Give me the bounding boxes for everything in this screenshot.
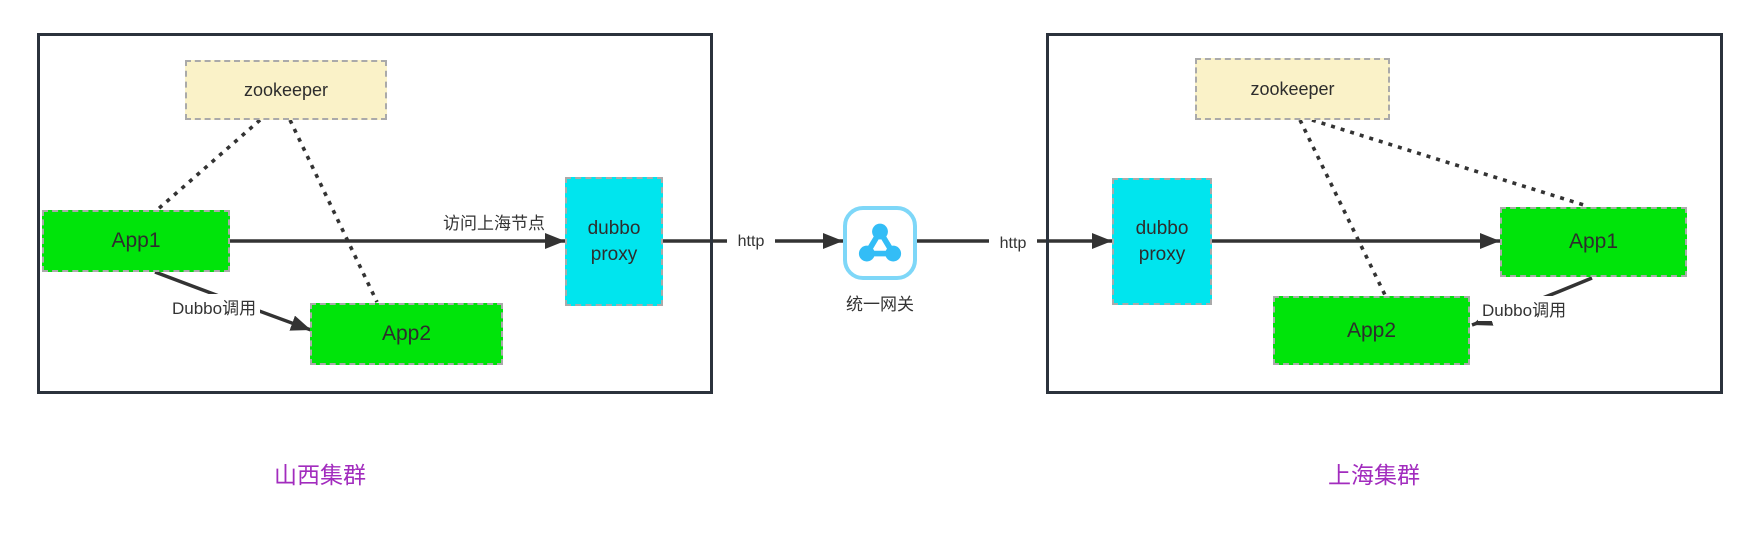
http-label-left: http	[727, 233, 775, 251]
edge-label-dubbo-call-left: Dubbo调用	[168, 294, 261, 319]
share-network-icon	[851, 214, 909, 272]
gateway-node	[843, 206, 917, 280]
app1-node-left: App1	[42, 210, 230, 272]
dubbo-proxy-node-right: dubbo proxy	[1112, 178, 1212, 305]
http-label-right: http	[989, 235, 1037, 253]
app2-node-right: App2	[1273, 296, 1470, 365]
app2-node-left: App2	[310, 303, 503, 365]
cluster-caption-shanghai: 上海集群	[1328, 462, 1420, 488]
edge-label-dubbo-call-right: Dubbo调用	[1478, 296, 1571, 321]
zookeeper-node-right: zookeeper	[1195, 58, 1390, 120]
dubbo-proxy-node-left: dubbo proxy	[565, 177, 663, 306]
edge-label-visit-shanghai: 访问上海节点	[443, 214, 545, 233]
cluster-frame-shanghai	[1046, 33, 1723, 394]
dotted-zookeeper-app1-right	[1311, 118, 1588, 208]
app1-node-right: App1	[1500, 207, 1687, 277]
dotted-zookeeper-app1-left	[155, 118, 262, 212]
zookeeper-node-left: zookeeper	[185, 60, 387, 120]
dotted-zookeeper-app2-left	[288, 119, 379, 303]
gateway-label: 统一网关	[846, 295, 914, 314]
cluster-frame-shanxi	[37, 33, 713, 394]
cluster-caption-shanxi: 山西集群	[274, 462, 366, 488]
dotted-zookeeper-app2-right	[1298, 119, 1387, 296]
